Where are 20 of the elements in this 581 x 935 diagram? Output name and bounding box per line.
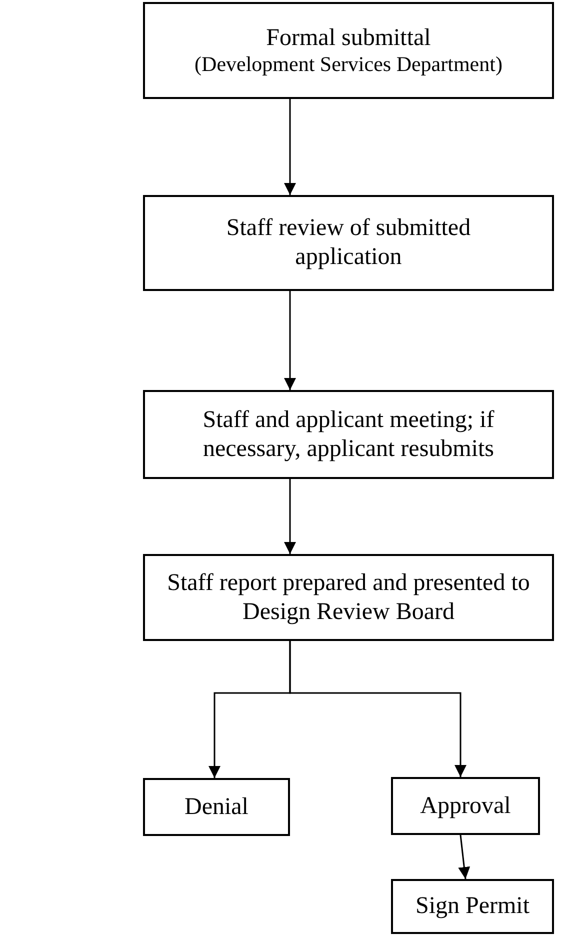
box-text: Staff and applicant meeting; if necessary, applicant resubmits: [202, 406, 496, 464]
arrow: [284, 99, 296, 195]
box-text: Approval: [420, 792, 511, 820]
process-box: [391, 879, 554, 934]
box-text: (Development Services Department): [194, 52, 502, 78]
arrow: [458, 834, 470, 880]
process-box: [143, 2, 554, 99]
box-text: Denial: [184, 792, 248, 822]
arrow: [284, 291, 296, 390]
process-box: [143, 195, 554, 291]
process-box: [143, 778, 290, 836]
box-text: Formal submittal: [266, 24, 431, 52]
box-text: Staff review of submitted application: [225, 214, 472, 272]
box-text: Staff report prepared and presented to Design Review Board: [166, 568, 531, 626]
process-box: [391, 777, 540, 835]
box-text: Sign Permit: [415, 892, 530, 921]
arrow: [284, 479, 296, 554]
process-box: [143, 554, 554, 641]
arrow: [289, 641, 466, 777]
process-box: [143, 390, 554, 479]
